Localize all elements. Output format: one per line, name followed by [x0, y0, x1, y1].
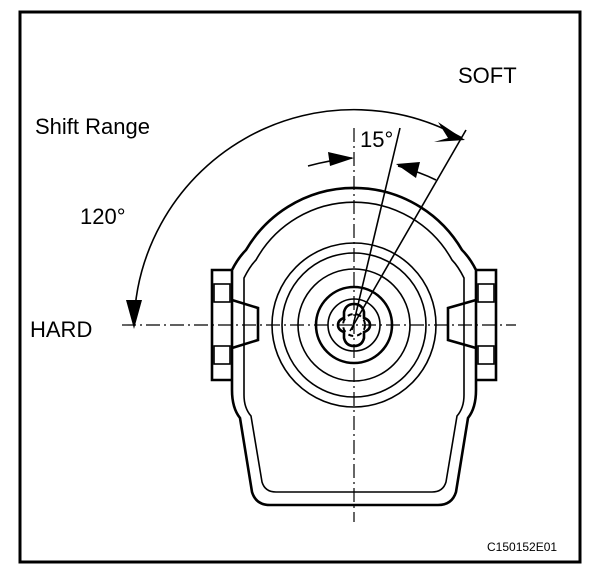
housing-outer-contour [230, 186, 478, 507]
housing-inner-contour [243, 201, 465, 493]
soft-position-line [349, 129, 467, 332]
hard-label: HARD [30, 317, 92, 342]
fifteen-degree-dimension [307, 152, 437, 181]
figure-code: C150152E01 [487, 540, 557, 554]
fifteen-degree-line [351, 127, 401, 331]
fifteen-degree-label: 15° [360, 127, 393, 152]
shift-range-arc [126, 108, 465, 329]
actuator-housing [230, 186, 478, 507]
figure-frame [18, 10, 582, 564]
one-hundred-twenty-degree-label: 120° [80, 204, 126, 229]
soft-label: SOFT [458, 63, 517, 88]
shift-range-label: Shift Range [35, 114, 150, 139]
